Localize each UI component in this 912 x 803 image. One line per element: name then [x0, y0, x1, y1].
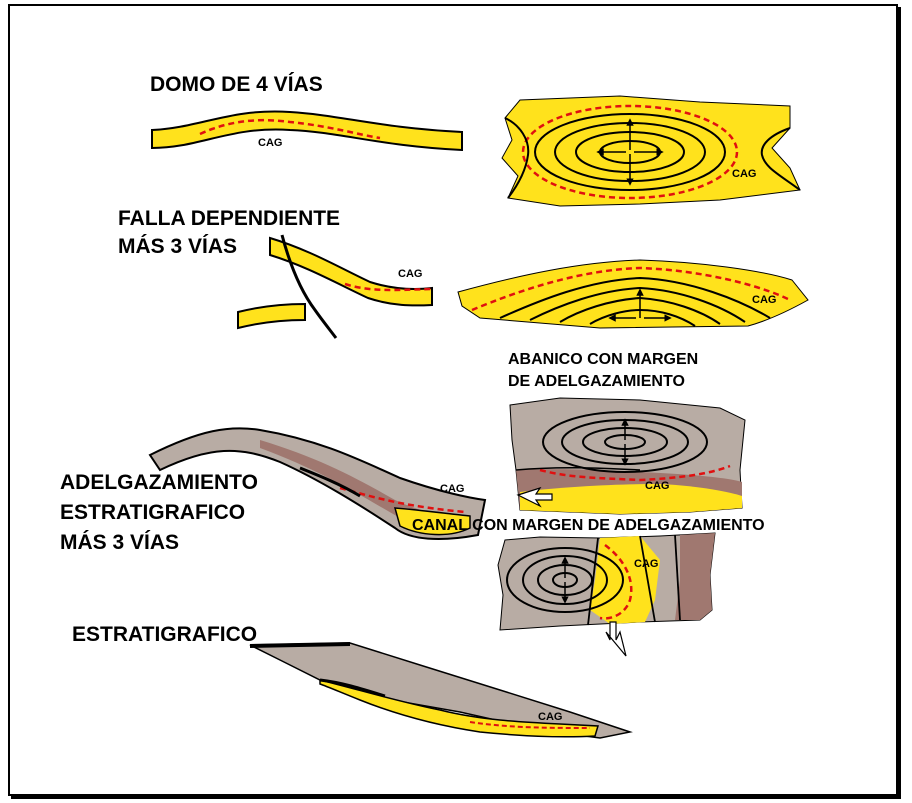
falla-map — [457, 259, 809, 329]
title-abanico-1: ABANICO CON MARGEN — [508, 351, 699, 368]
canal-map — [497, 532, 716, 657]
cag-label: CAG — [258, 137, 283, 149]
falla-section — [237, 234, 433, 339]
cag-label: CAG — [645, 480, 670, 492]
title-abanico-2: DE ADELGAZAMIENTO — [508, 373, 685, 390]
domo-section-contact — [199, 118, 381, 140]
fault-line — [280, 234, 338, 339]
title-adelg-2: ESTRATIGRAFICO — [60, 501, 246, 524]
cag-label: CAG — [538, 711, 563, 723]
abanico-map — [509, 397, 746, 515]
domo-map — [501, 95, 801, 207]
cag-label: CAG — [752, 294, 777, 306]
title-estratigrafico: ESTRATIGRAFICO — [72, 623, 258, 646]
estratigrafico-section — [249, 642, 633, 739]
title-canal: CANAL CON MARGEN DE ADELGAZAMIENTO — [412, 517, 765, 534]
title-falla-2: MÁS 3 VÍAS — [118, 235, 238, 258]
cag-label: CAG — [732, 168, 757, 180]
cag-label: CAG — [398, 268, 423, 280]
title-falla-1: FALLA DEPENDIENTE — [118, 207, 341, 230]
adelgazamiento-section — [148, 427, 487, 541]
title-adelg-3: MÁS 3 VÍAS — [60, 531, 180, 554]
title-domo: DOMO DE 4 VÍAS — [150, 73, 323, 96]
figure-frame — [8, 4, 898, 796]
cag-label: CAG — [440, 483, 465, 495]
title-adelg-1: ADELGAZAMIENTO — [60, 471, 258, 494]
domo-section — [151, 110, 463, 152]
cag-label: CAG — [634, 558, 659, 570]
